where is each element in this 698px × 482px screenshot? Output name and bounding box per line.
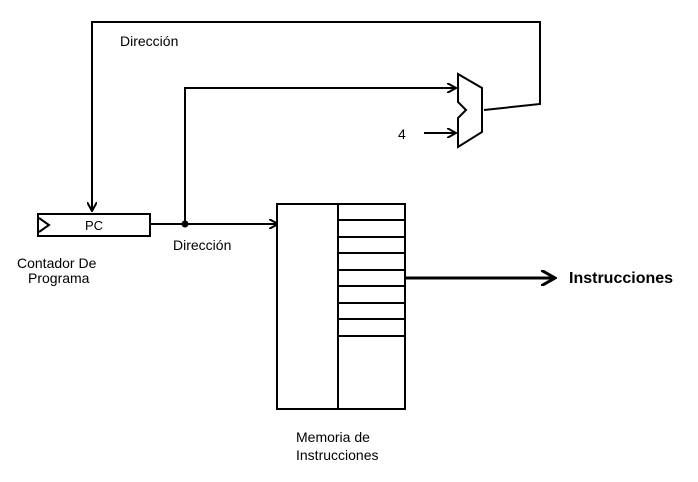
- output-label: Instrucciones: [569, 270, 673, 287]
- pc-to-adder-wire: [184, 88, 455, 224]
- address-wire-label: Dirección: [173, 237, 231, 253]
- feedback-address-wire: [92, 21, 541, 210]
- pc-caption-line2: Programa: [28, 270, 90, 286]
- top-wire-label: Dirección: [120, 33, 178, 49]
- adder-shape: [457, 72, 483, 149]
- memory-caption-line2: Instrucciones: [296, 447, 378, 463]
- wire-junction-dot: [181, 220, 189, 228]
- program-counter-register: PC: [37, 213, 151, 237]
- memory-caption-line1: Memoria de: [296, 429, 370, 445]
- pc-box-label: PC: [85, 218, 103, 233]
- clock-triangle-icon: [38, 217, 51, 233]
- adder-input-label: 4: [398, 126, 406, 142]
- instruction-memory-block: [276, 203, 406, 410]
- pc-caption-line1: Contador De: [17, 255, 97, 271]
